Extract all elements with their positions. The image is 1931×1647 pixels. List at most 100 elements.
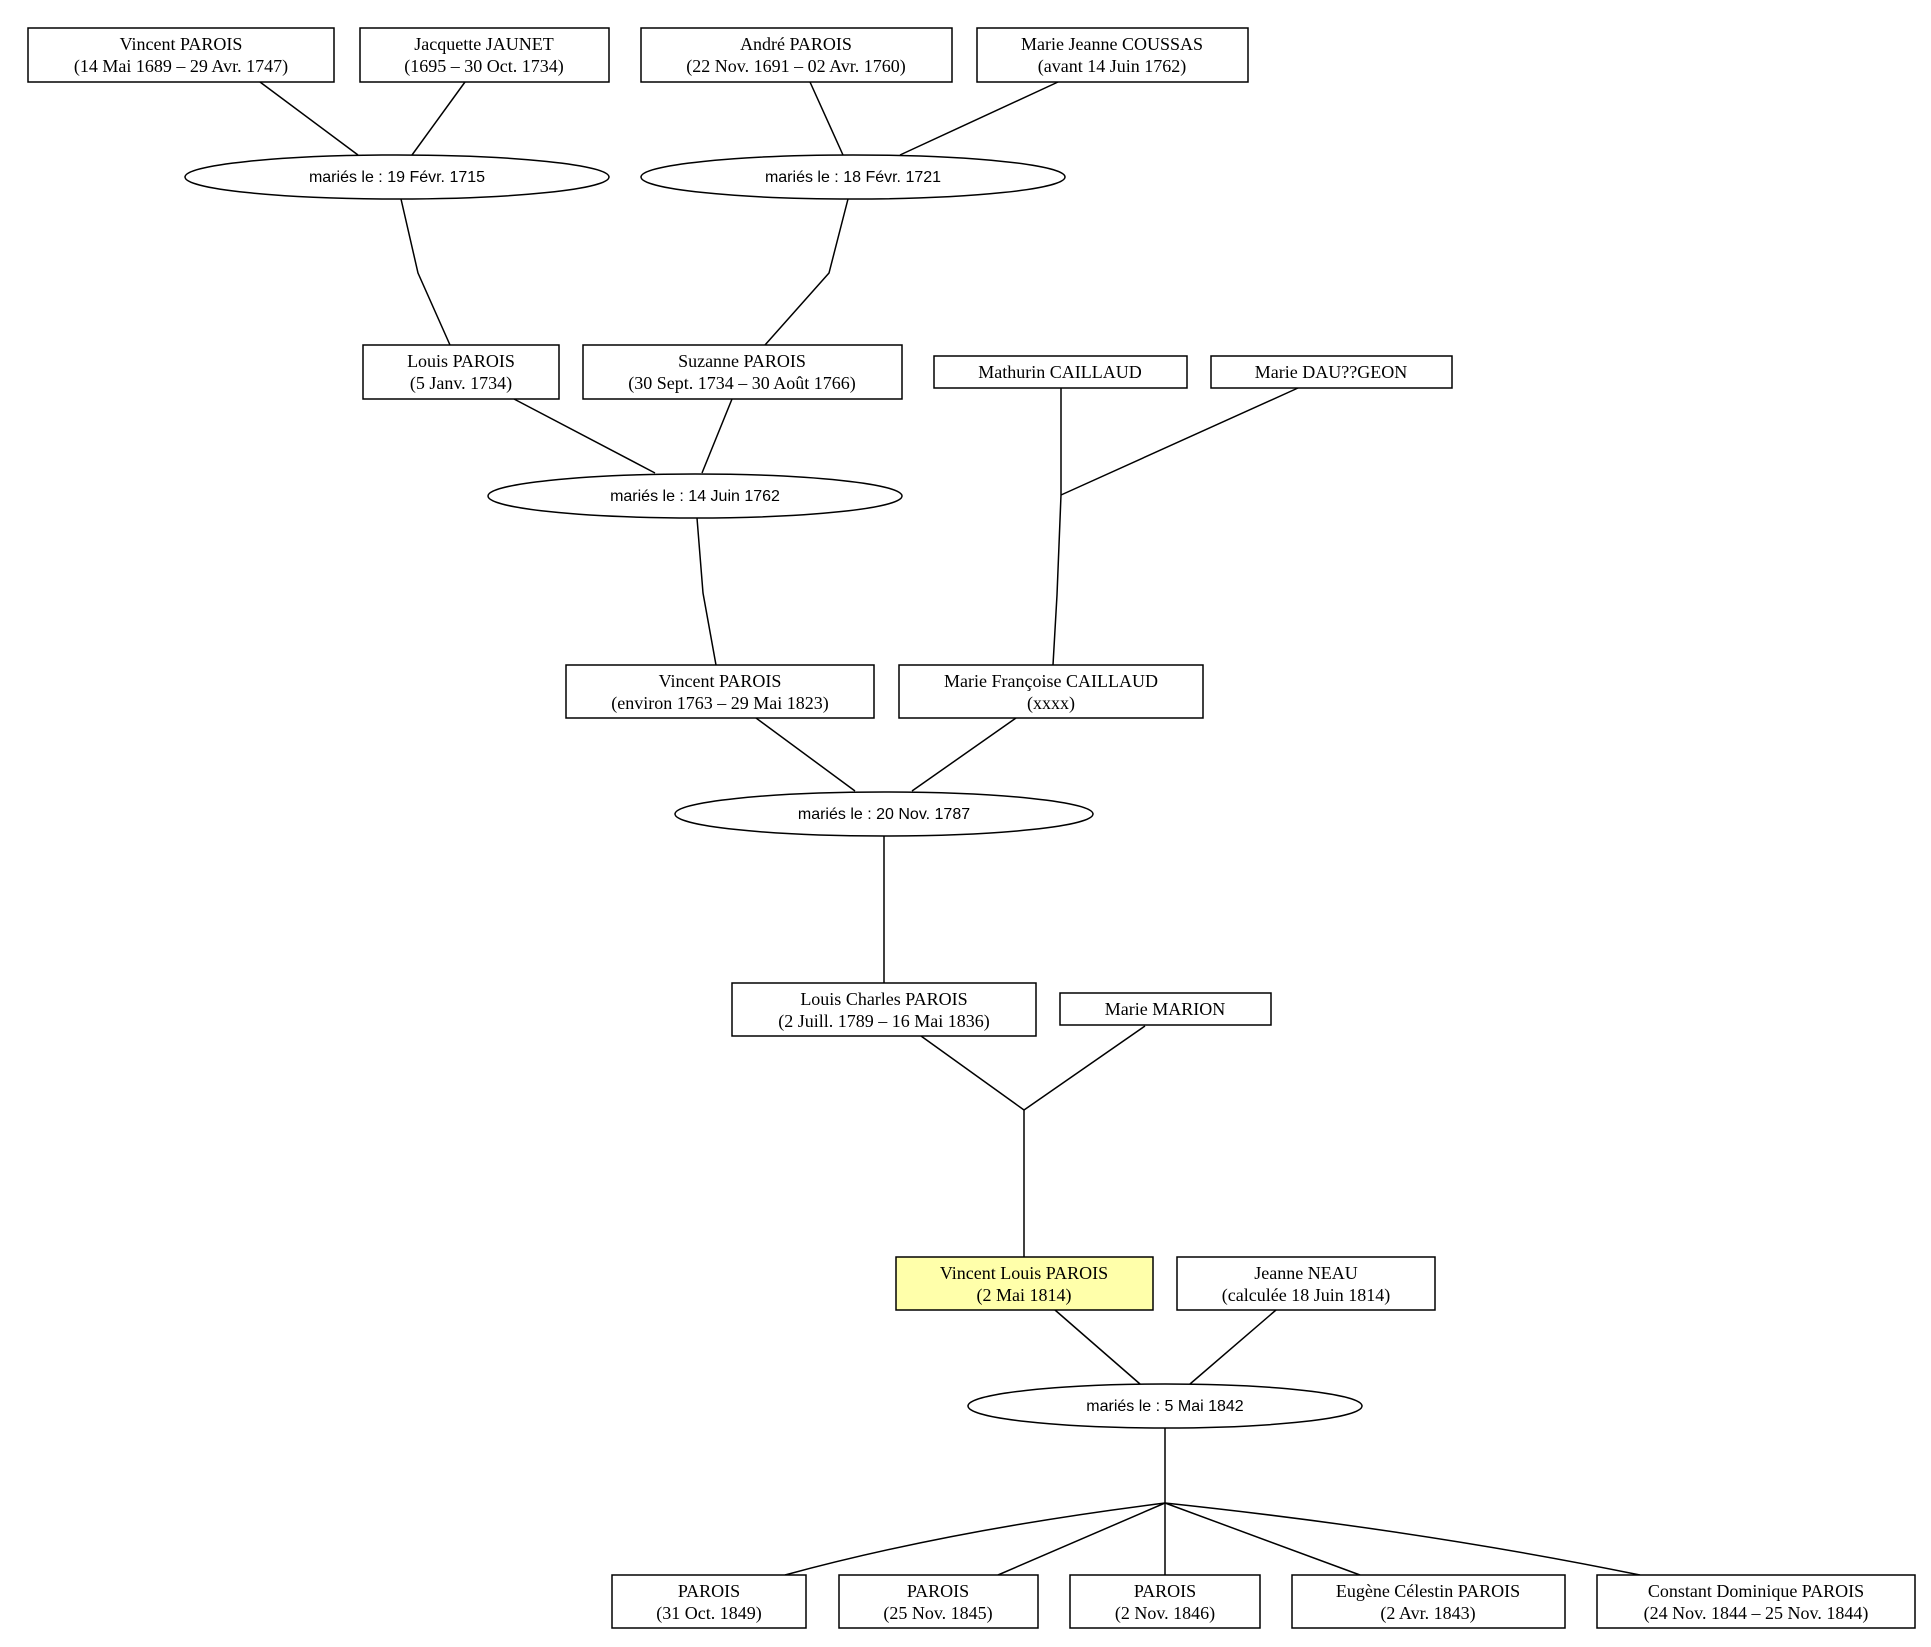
edge-suzanne-m1762: [701, 398, 733, 474]
person-box: [1210, 355, 1453, 389]
person-suzanne-parois[interactable]: Suzanne PAROIS (30 Sept. 1734 – 30 Août …: [582, 344, 903, 400]
person-vincent-parois-1689[interactable]: Vincent PAROIS (14 Mai 1689 – 29 Avr. 17…: [27, 27, 335, 83]
person-dates: (2 Avr. 1843): [1380, 1603, 1475, 1624]
marriage-node-1787: mariés le : 20 Nov. 1787: [674, 791, 1094, 837]
person-box: [359, 27, 610, 83]
edge-coussas-m1721: [899, 81, 1059, 156]
person-vincent-parois-1763[interactable]: Vincent PAROIS (environ 1763 – 29 Mai 18…: [565, 664, 875, 719]
person-dates: (avant 14 Juin 1762): [1038, 56, 1186, 77]
connector-lines: [259, 81, 1641, 1576]
person-dates: (xxxx): [1027, 693, 1075, 714]
person-marie-francoise-caillaud[interactable]: Marie Françoise CAILLAUD (xxxx): [898, 664, 1204, 719]
edge-m1715-louis: [400, 198, 451, 346]
person-dates: (25 Nov. 1845): [883, 1603, 992, 1624]
person-dates: (14 Mai 1689 – 29 Avr. 1747): [74, 56, 288, 77]
person-box: [27, 27, 335, 83]
person-dates: (30 Sept. 1734 – 30 Août 1766): [628, 373, 856, 394]
person-marie-dau-geon[interactable]: Marie DAU??GEON: [1210, 355, 1453, 389]
person-name: Eugène Célestin PAROIS: [1336, 1581, 1520, 1601]
person-name: André PAROIS: [740, 34, 852, 54]
marriage-node-1762: mariés le : 14 Juin 1762: [487, 473, 903, 519]
person-box: [1291, 1574, 1566, 1629]
person-marie-marion[interactable]: Marie MARION: [1059, 992, 1272, 1026]
person-box: [731, 982, 1037, 1037]
person-dates: (calculée 18 Juin 1814): [1222, 1285, 1390, 1306]
marriage-ellipse: [967, 1383, 1363, 1429]
person-box: [362, 344, 560, 400]
person-box-highlighted: [895, 1256, 1154, 1311]
edge-m1721-suzanne: [764, 198, 849, 346]
person-box: [933, 355, 1188, 389]
person-jeanne-neau[interactable]: Jeanne NEAU (calculée 18 Juin 1814): [1176, 1256, 1436, 1311]
marriage-label: mariés le : 20 Nov. 1787: [798, 806, 970, 823]
person-box: [611, 1574, 807, 1629]
person-louis-charles-parois[interactable]: Louis Charles PAROIS (2 Juill. 1789 – 16…: [731, 982, 1037, 1037]
person-name: Vincent PAROIS: [120, 34, 243, 54]
marriage-label: mariés le : 14 Juin 1762: [610, 488, 780, 505]
edge-vincent1689-m1715: [259, 81, 359, 156]
person-box: [838, 1574, 1039, 1629]
marriage-node-1842: mariés le : 5 Mai 1842: [967, 1383, 1363, 1429]
marriage-ellipse: [184, 154, 610, 200]
edge-louis-m1762: [513, 398, 656, 474]
edge-children-parois-1845: [997, 1502, 1166, 1576]
person-box: [1059, 992, 1272, 1026]
edge-louis-charles-junction: [920, 1035, 1025, 1111]
person-vincent-louis-parois[interactable]: Vincent Louis PAROIS (2 Mai 1814): [895, 1256, 1154, 1311]
person-dates: (2 Juill. 1789 – 16 Mai 1836): [778, 1011, 990, 1032]
person-dates: (31 Oct. 1849): [656, 1603, 761, 1624]
person-dates: (2 Mai 1814): [977, 1285, 1072, 1306]
person-parois-1846[interactable]: PAROIS (2 Nov. 1846): [1069, 1574, 1261, 1629]
person-dates: (5 Janv. 1734): [410, 373, 512, 394]
person-mathurin-caillaud[interactable]: Mathurin CAILLAUD: [933, 355, 1188, 389]
person-marie-jeanne-coussas[interactable]: Marie Jeanne COUSSAS (avant 14 Juin 1762…: [976, 27, 1249, 83]
person-parois-1849[interactable]: PAROIS (31 Oct. 1849): [611, 1574, 807, 1629]
person-andre-parois[interactable]: André PAROIS (22 Nov. 1691 – 02 Avr. 176…: [640, 27, 953, 83]
person-eugene-celestin-parois[interactable]: Eugène Célestin PAROIS (2 Avr. 1843): [1291, 1574, 1566, 1629]
person-box: [1069, 1574, 1261, 1629]
person-name: Marie Françoise CAILLAUD: [944, 671, 1158, 691]
person-name: PAROIS: [678, 1581, 740, 1601]
person-box: [1596, 1574, 1916, 1629]
person-name: Marie MARION: [1105, 999, 1225, 1019]
edge-children-parois-1849: [784, 1502, 1166, 1576]
person-louis-parois[interactable]: Louis PAROIS (5 Janv. 1734): [362, 344, 560, 400]
edge-junction-marie-francoise: [1052, 494, 1062, 666]
person-name: Marie DAU??GEON: [1255, 362, 1407, 382]
person-parois-1845[interactable]: PAROIS (25 Nov. 1845): [838, 1574, 1039, 1629]
person-constant-dominique-parois[interactable]: Constant Dominique PAROIS (24 Nov. 1844 …: [1596, 1574, 1916, 1629]
marriage-node-1721: mariés le : 18 Févr. 1721: [640, 154, 1066, 200]
marriage-label: mariés le : 19 Févr. 1715: [309, 169, 485, 186]
person-dates: (22 Nov. 1691 – 02 Avr. 1760): [686, 56, 906, 77]
edge-marie-francoise-m1787: [911, 717, 1017, 792]
person-name: Vincent PAROIS: [659, 671, 782, 691]
edge-vincent1763-m1787: [755, 717, 856, 792]
person-name: Marie Jeanne COUSSAS: [1021, 34, 1203, 54]
person-name: Mathurin CAILLAUD: [978, 362, 1141, 382]
person-name: Louis Charles PAROIS: [800, 989, 967, 1009]
marriage-node-1715: mariés le : 19 Févr. 1715: [184, 154, 610, 200]
person-box: [898, 664, 1204, 719]
person-name: Suzanne PAROIS: [678, 351, 806, 371]
person-name: Vincent Louis PAROIS: [940, 1263, 1108, 1283]
marriage-ellipse: [487, 473, 903, 519]
marriage-label: mariés le : 18 Févr. 1721: [765, 169, 941, 186]
person-jacquette-jaunet[interactable]: Jacquette JAUNET (1695 – 30 Oct. 1734): [359, 27, 610, 83]
person-dates: (24 Nov. 1844 – 25 Nov. 1844): [1644, 1603, 1869, 1624]
marriage-label: mariés le : 5 Mai 1842: [1086, 1398, 1244, 1415]
edge-neau-m1842: [1189, 1309, 1277, 1385]
marriage-ellipse: [674, 791, 1094, 837]
person-name: Jeanne NEAU: [1254, 1263, 1357, 1283]
edge-children-constant: [1164, 1502, 1641, 1576]
edge-marion-junction: [1023, 1025, 1146, 1111]
edge-children-eugene: [1164, 1502, 1361, 1576]
edge-dau-junction: [1060, 387, 1299, 496]
person-box: [1176, 1256, 1436, 1311]
edge-m1762-vincent1763: [696, 517, 717, 666]
person-name: PAROIS: [1134, 1581, 1196, 1601]
person-box: [582, 344, 903, 400]
person-dates: (2 Nov. 1846): [1115, 1603, 1215, 1624]
marriage-ellipse: [640, 154, 1066, 200]
edge-andre-m1721: [809, 81, 844, 156]
